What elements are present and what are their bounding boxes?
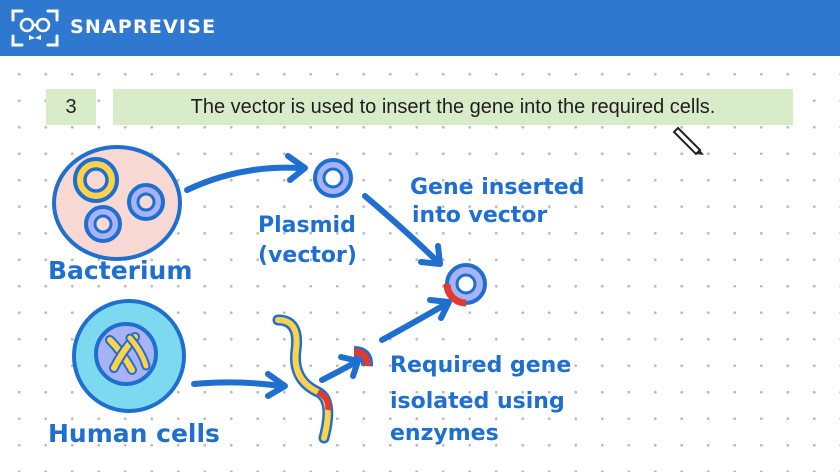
label-gene-inserted: Gene inserted <box>410 175 584 200</box>
nucleus <box>94 322 158 386</box>
arrow-to-dna <box>191 379 283 389</box>
pen-cursor-icon <box>672 126 704 156</box>
label-human-cells: Human cells <box>48 419 220 448</box>
bacterium-plasmid-right <box>127 183 165 221</box>
arrow-plasmid-to-recombinant <box>362 193 441 265</box>
brand-name: SNAPREVISE <box>70 16 217 38</box>
label-plasmid: Plasmid <box>258 213 356 238</box>
arrow-to-plasmid <box>184 164 303 193</box>
arrow-to-gene <box>319 359 359 383</box>
bacterium-cell <box>52 145 182 261</box>
chromosome <box>107 337 135 373</box>
label-isolated-using: isolated using <box>390 389 565 414</box>
isolated-gene <box>353 348 371 367</box>
label-into-vector: into vector <box>412 203 547 228</box>
arrow-gene-to-recombinant <box>379 301 449 343</box>
label-required-gene: Required gene <box>390 353 571 378</box>
plasmid <box>313 158 353 198</box>
snaprevise-logo-icon <box>11 9 59 47</box>
recombinant-plasmid <box>445 263 487 305</box>
bacterium-plasmid-bottom <box>84 205 122 243</box>
label-enzymes: enzymes <box>390 421 499 446</box>
header-bar: SNAPREVISE <box>0 0 840 56</box>
bacterium-plasmid-yellow <box>73 157 119 203</box>
dna-strand <box>275 317 331 441</box>
human-cell <box>72 299 186 413</box>
label-vector: (vector) <box>258 243 357 268</box>
dna-gene-region <box>316 389 332 411</box>
inserted-gene-segment <box>443 283 467 307</box>
label-bacterium: Bacterium <box>48 256 192 285</box>
chromosome <box>111 334 138 371</box>
step-statement: The vector is used to insert the gene in… <box>113 89 793 125</box>
step-number: 3 <box>46 89 96 125</box>
